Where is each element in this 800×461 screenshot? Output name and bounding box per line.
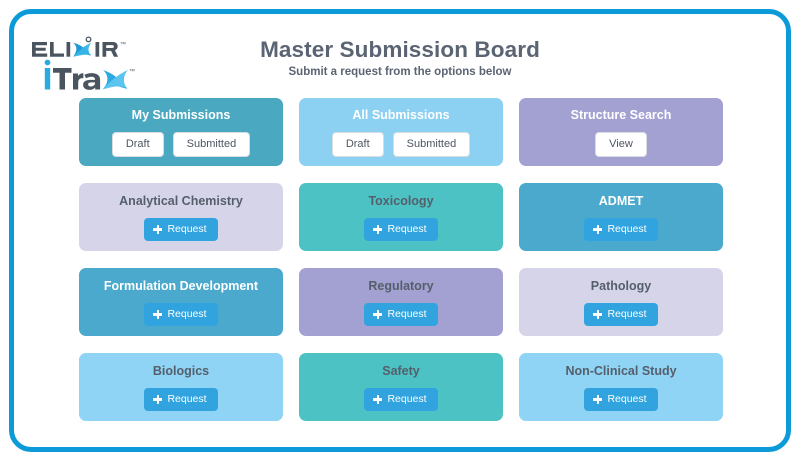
plus-icon bbox=[373, 395, 383, 404]
card-title: Regulatory bbox=[368, 279, 434, 293]
button-label: Request bbox=[607, 308, 647, 320]
button-label: View bbox=[609, 138, 633, 150]
button-label: Request bbox=[607, 393, 647, 405]
card-button-row: Request bbox=[144, 388, 218, 411]
plus-icon bbox=[373, 225, 383, 234]
biologics-request-button[interactable]: Request bbox=[144, 388, 218, 411]
my-submissions-draft-button[interactable]: Draft bbox=[111, 132, 164, 157]
card-admet[interactable]: ADMET Request bbox=[519, 183, 723, 251]
all-submissions-submitted-button[interactable]: Submitted bbox=[392, 132, 471, 157]
non-clinical-study-request-button[interactable]: Request bbox=[584, 388, 658, 411]
safety-request-button[interactable]: Request bbox=[364, 388, 438, 411]
card-title: Formulation Development bbox=[103, 279, 259, 293]
page-header: ™ ™ Master Sub bbox=[14, 14, 786, 96]
svg-text:™: ™ bbox=[120, 41, 126, 48]
plus-icon bbox=[593, 225, 603, 234]
card-title: Structure Search bbox=[570, 108, 672, 122]
button-label: Request bbox=[387, 308, 427, 320]
card-title: Non-Clinical Study bbox=[565, 364, 677, 378]
card-button-row: View bbox=[595, 132, 647, 157]
card-title: Toxicology bbox=[368, 194, 434, 208]
card-title: All Submissions bbox=[352, 108, 450, 122]
structure-search-view-button[interactable]: View bbox=[595, 132, 647, 157]
admet-request-button[interactable]: Request bbox=[584, 218, 658, 241]
button-label: Submitted bbox=[186, 138, 237, 150]
button-label: Request bbox=[167, 223, 207, 235]
button-label: Request bbox=[607, 223, 647, 235]
card-button-row: Request bbox=[584, 218, 658, 241]
button-label: Draft bbox=[125, 138, 150, 150]
elixir-itrax-logo: ™ ™ bbox=[28, 22, 168, 94]
plus-icon bbox=[593, 310, 603, 319]
formulation-development-request-button[interactable]: Request bbox=[144, 303, 218, 326]
plus-icon bbox=[373, 310, 383, 319]
card-button-row: Request bbox=[144, 303, 218, 326]
card-button-row: Request bbox=[364, 218, 438, 241]
pathology-request-button[interactable]: Request bbox=[584, 303, 658, 326]
plus-icon bbox=[593, 395, 603, 404]
card-button-row: Draft Submitted bbox=[111, 132, 251, 157]
card-title: ADMET bbox=[598, 194, 644, 208]
card-button-row: Request bbox=[584, 388, 658, 411]
analytical-chemistry-request-button[interactable]: Request bbox=[144, 218, 218, 241]
button-label: Request bbox=[167, 393, 207, 405]
button-label: Request bbox=[387, 223, 427, 235]
card-title: My Submissions bbox=[131, 108, 231, 122]
card-title: Safety bbox=[382, 364, 420, 378]
svg-text:™: ™ bbox=[129, 68, 135, 75]
button-label: Submitted bbox=[406, 138, 457, 150]
button-label: Request bbox=[387, 393, 427, 405]
card-title: Analytical Chemistry bbox=[119, 194, 243, 208]
regulatory-request-button[interactable]: Request bbox=[364, 303, 438, 326]
app-frame: ™ ™ Master Sub bbox=[9, 9, 791, 452]
plus-icon bbox=[153, 225, 163, 234]
card-button-row: Request bbox=[364, 388, 438, 411]
card-button-row: Draft Submitted bbox=[331, 132, 471, 157]
plus-icon bbox=[153, 395, 163, 404]
card-title: Pathology bbox=[590, 279, 652, 293]
card-title: Biologics bbox=[152, 364, 210, 378]
card-button-row: Request bbox=[364, 303, 438, 326]
all-submissions-draft-button[interactable]: Draft bbox=[331, 132, 384, 157]
button-label: Draft bbox=[345, 138, 370, 150]
card-button-row: Request bbox=[584, 303, 658, 326]
button-label: Request bbox=[167, 308, 207, 320]
card-button-row: Request bbox=[144, 218, 218, 241]
my-submissions-submitted-button[interactable]: Submitted bbox=[172, 132, 251, 157]
toxicology-request-button[interactable]: Request bbox=[364, 218, 438, 241]
plus-icon bbox=[153, 310, 163, 319]
